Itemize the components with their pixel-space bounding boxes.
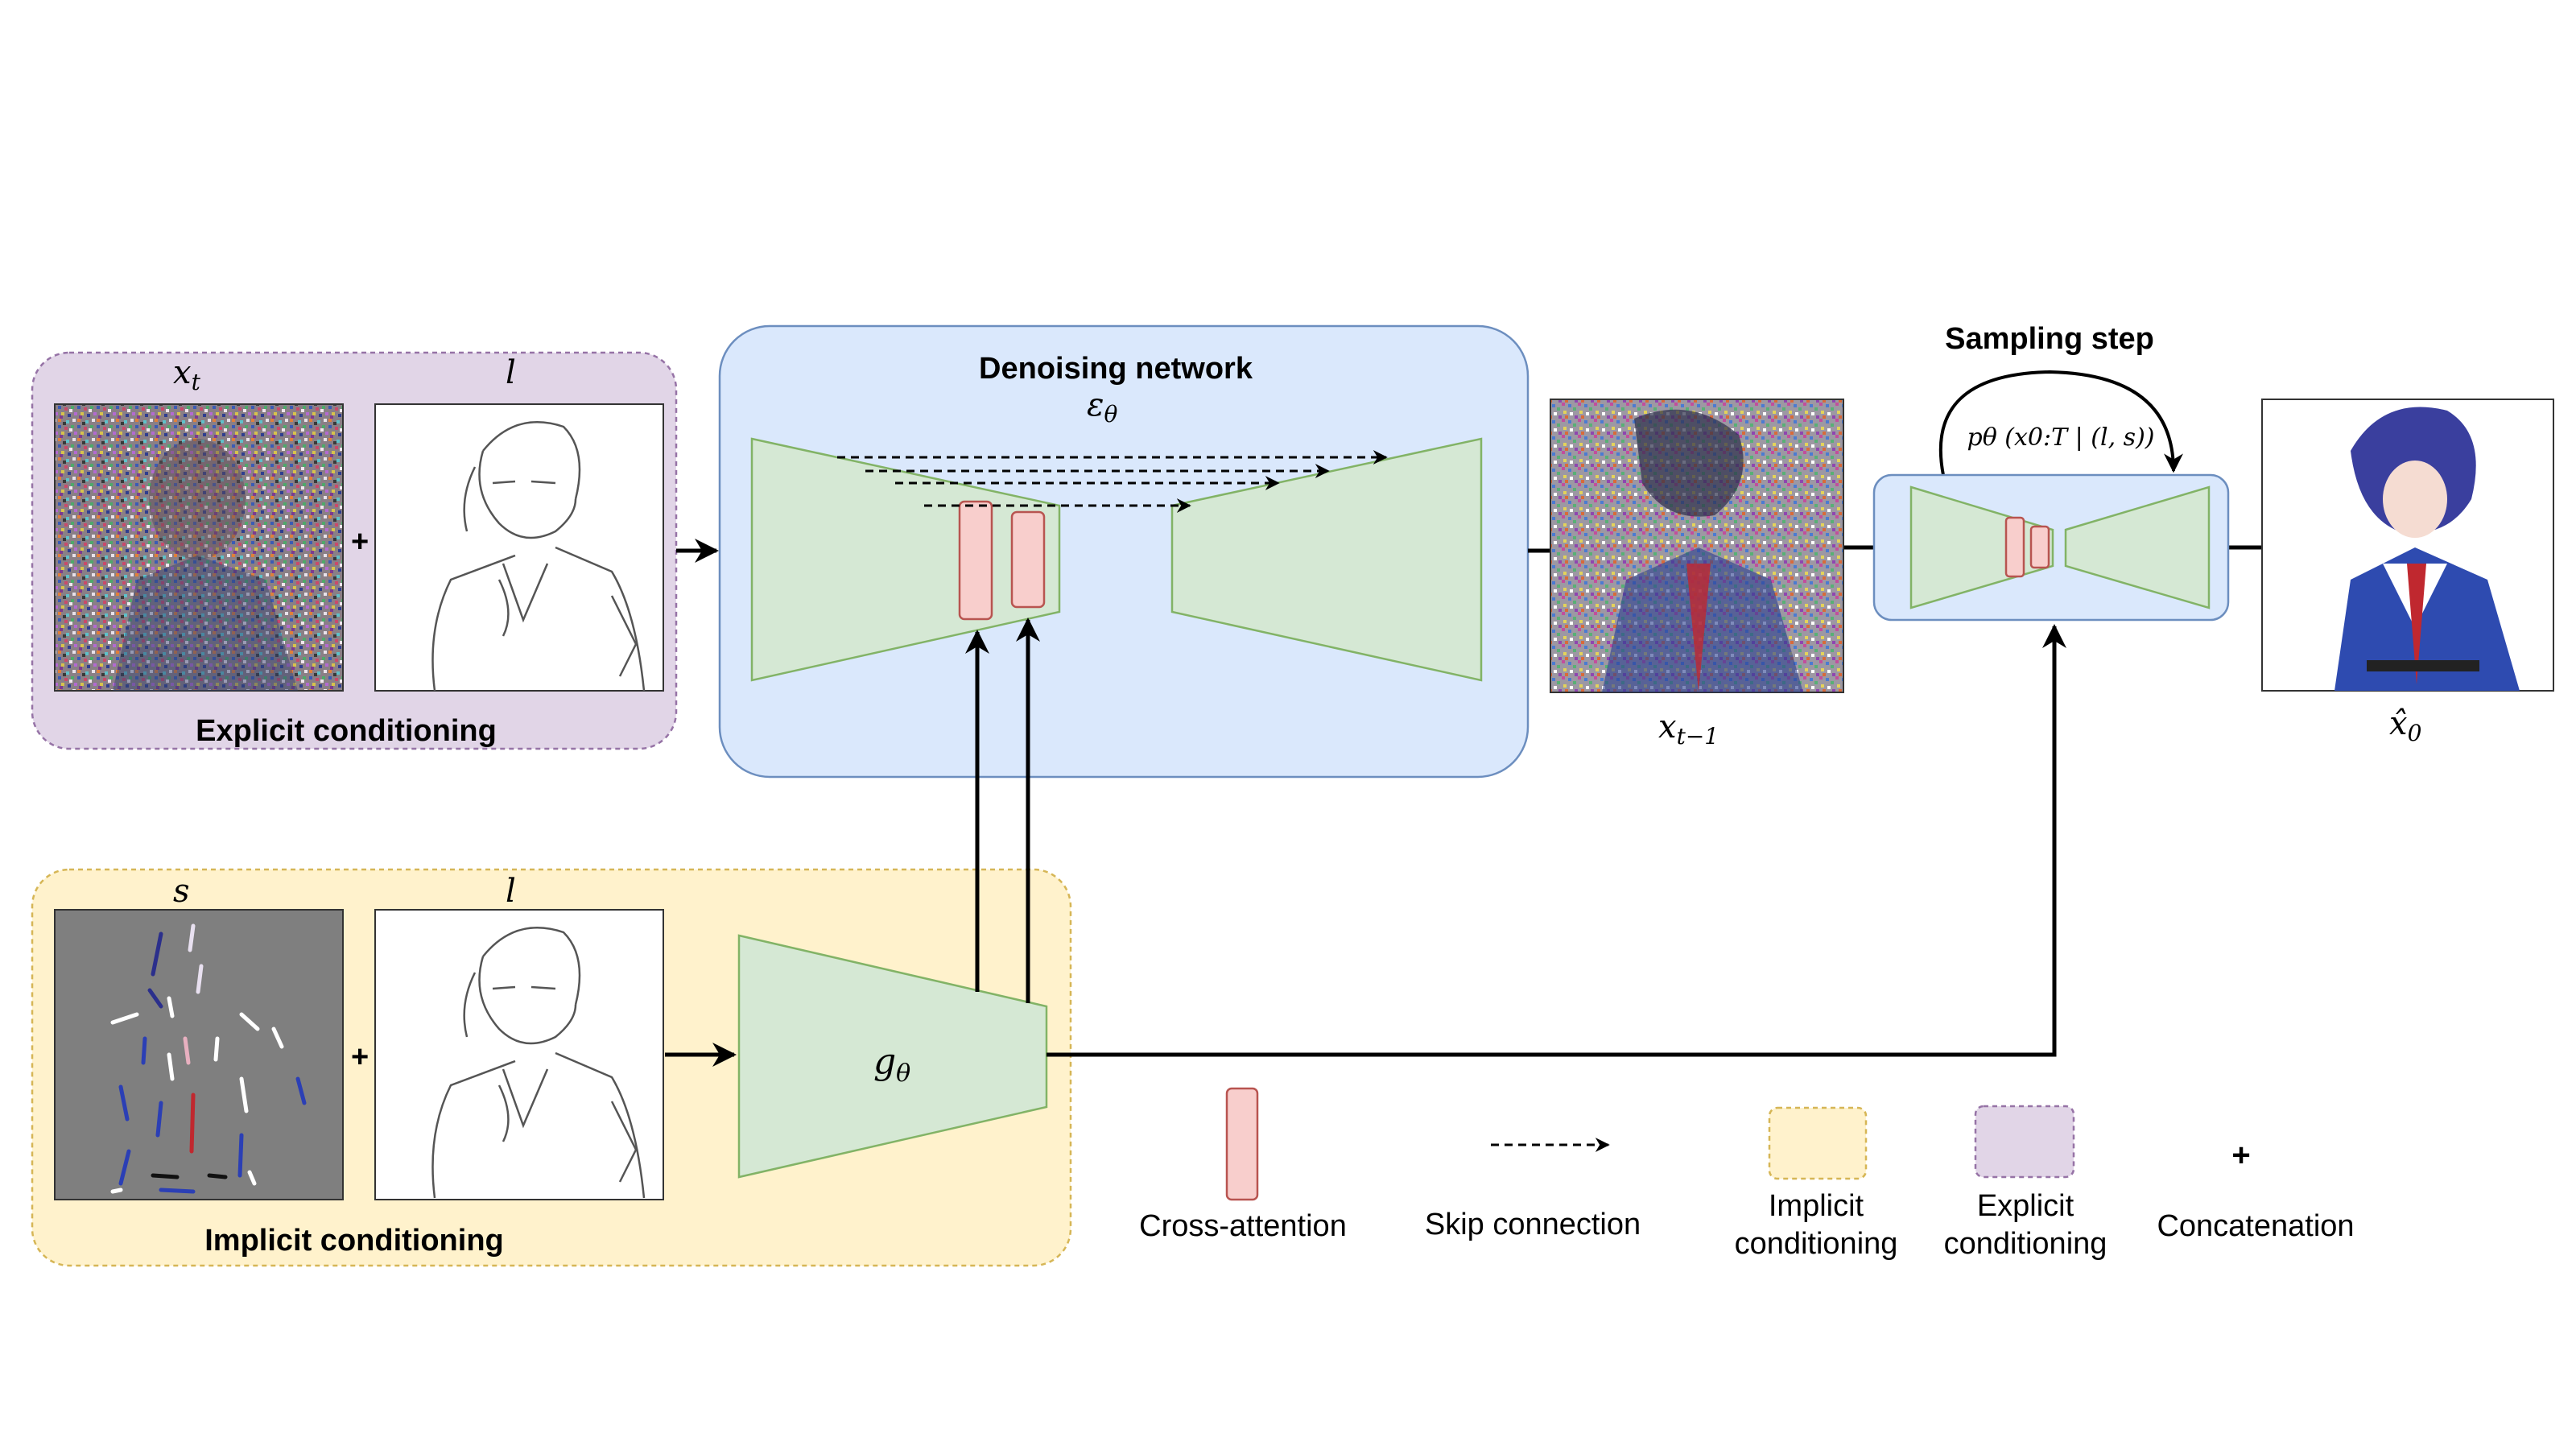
xt-label: xt — [173, 354, 201, 395]
s-label: s — [173, 873, 190, 910]
epsilon-theta-symbol: εθ — [1087, 386, 1117, 428]
concat-plus-implicit: + — [351, 1040, 369, 1074]
final-output-image — [2261, 399, 2554, 692]
svg-text:Skip connection: Skip connection — [1425, 1208, 1641, 1241]
x0-hat-label: x̂0 — [2389, 705, 2421, 746]
cross-attention-block-2 — [1010, 510, 1046, 609]
implicit-conditioning-panel: s l — [31, 868, 1072, 1267]
explicit-conditioning-panel: xt l + Explicit conditioning — [31, 351, 678, 750]
implicit-conditioning-label: Implicit conditioning — [204, 1224, 504, 1258]
sampling-step: Sampling step pθ (x0:T | (l, s)) — [1872, 322, 2230, 622]
connectors — [665, 539, 2262, 1067]
svg-text:Explicit: Explicit — [1977, 1189, 2074, 1223]
legend-skip-connection: Skip connection — [1425, 1138, 1641, 1241]
legend-cross-attention: Cross-attention — [1139, 1087, 1347, 1243]
svg-text:conditioning: conditioning — [1944, 1227, 2107, 1261]
denoising-network-title: Denoising network — [979, 352, 1253, 386]
sampling-step-title: Sampling step — [1945, 322, 2154, 356]
svg-text:Cross-attention: Cross-attention — [1139, 1209, 1347, 1243]
concat-plus-explicit: + — [351, 525, 369, 559]
cross-attention-block-1 — [958, 500, 993, 621]
scribble-image-s — [54, 909, 344, 1200]
xt-minus-1-label: xt−1 — [1658, 708, 1719, 750]
denoising-network-panel: Denoising network εθ — [718, 324, 1530, 779]
svg-text:+: + — [2231, 1138, 2250, 1173]
l-label-implicit: l — [506, 873, 516, 910]
encoder-g-theta: gθ — [737, 934, 1048, 1179]
legend: Cross-attention Skip connection Implicit… — [1139, 1087, 2355, 1261]
svg-text:Implicit: Implicit — [1769, 1189, 1864, 1223]
legend-implicit-conditioning: Implicit conditioning — [1735, 1106, 1898, 1261]
encoder-symbol: gθ — [873, 1041, 910, 1088]
noisy-image-xt-minus-1 — [1550, 399, 1844, 693]
legend-concatenation: + Concatenation — [2157, 1138, 2354, 1243]
lineart-image-explicit — [374, 403, 664, 692]
skip-connections — [837, 450, 1388, 513]
explicit-conditioning-label: Explicit conditioning — [196, 714, 497, 748]
noisy-image-xt — [54, 403, 344, 692]
sampling-formula: pθ (x0:T | (l, s)) — [1967, 423, 2155, 452]
l-label-explicit: l — [506, 354, 516, 391]
legend-explicit-conditioning: Explicit conditioning — [1944, 1105, 2107, 1261]
svg-text:conditioning: conditioning — [1735, 1227, 1898, 1261]
svg-text:Concatenation: Concatenation — [2157, 1209, 2354, 1243]
lineart-image-implicit — [374, 909, 664, 1200]
